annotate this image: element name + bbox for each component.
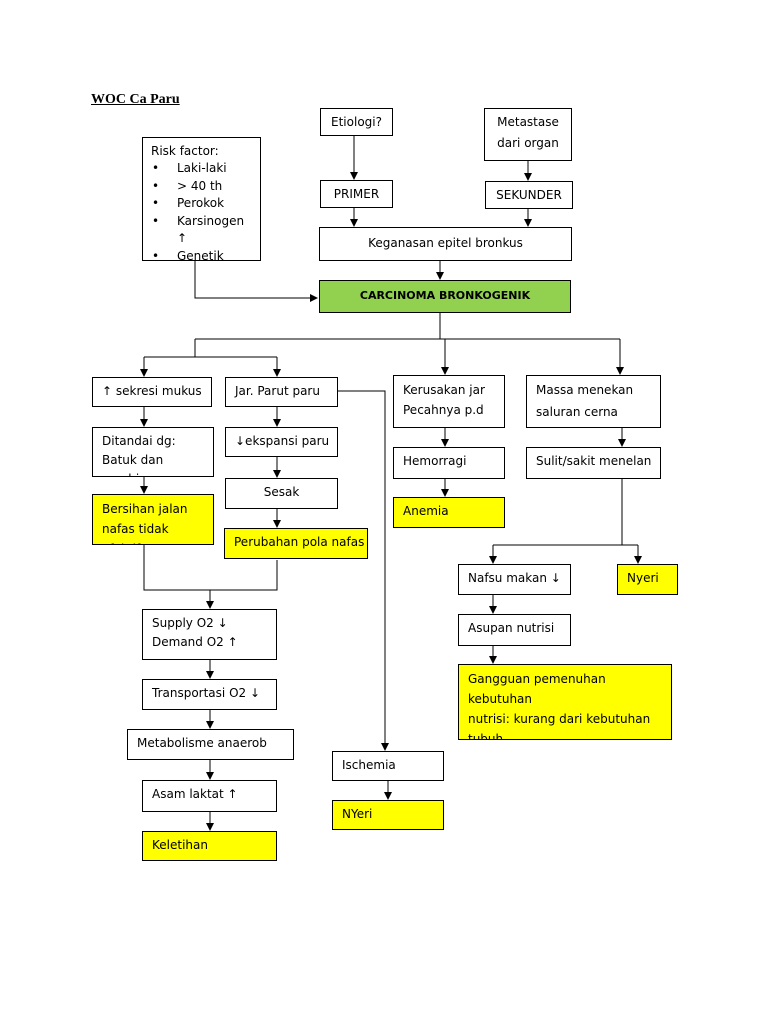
node-jar-parut: Jar. Parut paru <box>225 377 338 407</box>
risk-factor-box: Risk factor: Laki-laki > 40 th Perokok K… <box>142 137 261 261</box>
risk-factor-item: ↑ <box>177 231 188 245</box>
node-nyeri-bottom: NYeri <box>332 800 444 830</box>
node-hemorragi: Hemorragi <box>393 447 505 479</box>
risk-factor-item: Genetik <box>152 248 252 261</box>
node-anemia: Anemia <box>393 497 505 528</box>
node-sekunder: SEKUNDER <box>485 181 573 209</box>
node-ditandai: Ditandai dg: Batuk dan ronchi <box>92 427 214 477</box>
node-supply-o2: Supply O2 ↓ Demand O2 ↑ <box>142 609 277 660</box>
node-sulit-menelan: Sulit/sakit menelan <box>526 447 661 479</box>
node-ekspansi-paru: ↓ekspansi paru <box>225 427 338 457</box>
node-asupan-nutrisi: Asupan nutrisi <box>458 614 571 646</box>
node-massa: Massa menekan saluran cerna <box>526 375 661 428</box>
node-sekresi-mukus: ↑ sekresi mukus <box>92 377 212 407</box>
node-primer: PRIMER <box>320 180 393 208</box>
risk-factor-item: > 40 th <box>152 178 252 196</box>
page-title: WOC Ca Paru <box>91 92 180 107</box>
node-etiologi: Etiologi? <box>320 108 393 136</box>
risk-factor-item: Laki-laki <box>152 160 252 178</box>
node-metastase: Metastase dari organ <box>484 108 572 161</box>
node-metabolisme-anaerob: Metabolisme anaerob <box>127 729 294 760</box>
node-asam-laktat: Asam laktat ↑ <box>142 780 277 812</box>
node-kerusakan: Kerusakan jar Pecahnya p.d <box>393 375 505 428</box>
node-ischemia: Ischemia <box>332 751 444 781</box>
risk-factor-item: Karsinogen <box>152 213 252 231</box>
node-carcinoma: CARCINOMA BRONKOGENIK <box>319 280 571 313</box>
risk-factor-heading: Risk factor: <box>151 144 219 158</box>
node-keganasan: Keganasan epitel bronkus <box>319 227 572 261</box>
node-bersihan-jalan-nafas: Bersihan jalan nafas tidak efektif <box>92 494 214 545</box>
node-perubahan-pola-nafas: Perubahan pola nafas <box>224 528 368 559</box>
node-sesak: Sesak <box>225 478 338 509</box>
risk-factor-list: Laki-laki > 40 th Perokok Karsinogen ↑ G… <box>151 160 252 261</box>
node-transportasi-o2: Transportasi O2 ↓ <box>142 679 277 710</box>
node-keletihan: Keletihan <box>142 831 277 861</box>
risk-factor-item: Perokok <box>152 195 252 213</box>
node-nafsu-makan: Nafsu makan ↓ <box>458 564 571 595</box>
node-nyeri-right: Nyeri <box>617 564 678 595</box>
node-gangguan-nutrisi: Gangguan pemenuhan kebutuhan nutrisi: ku… <box>458 664 672 740</box>
